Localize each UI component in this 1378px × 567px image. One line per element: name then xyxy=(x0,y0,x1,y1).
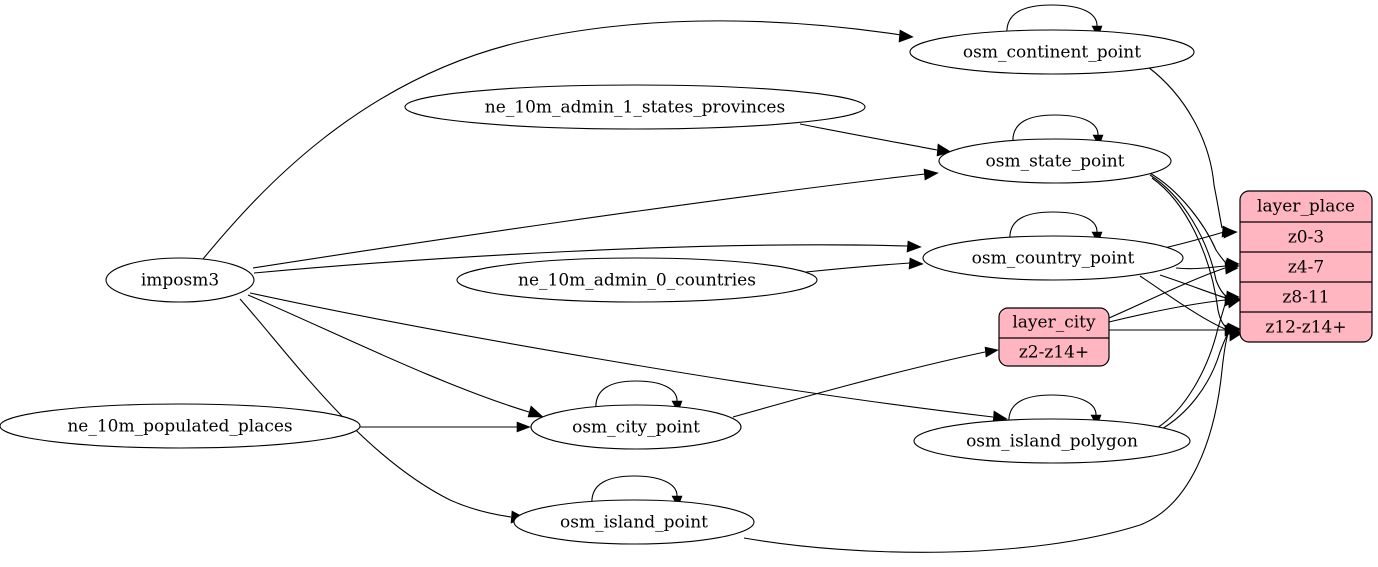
node-shape-ellipse[interactable] xyxy=(0,403,361,449)
record-row-z8-11[interactable]: z8-11 xyxy=(1282,288,1329,308)
arrowhead-icon xyxy=(908,257,924,270)
node-label: osm_city_point xyxy=(572,418,700,438)
arrowhead-icon xyxy=(527,405,544,418)
node-label: ne_10m_populated_places xyxy=(67,417,292,437)
node-label: osm_country_point xyxy=(972,249,1135,269)
record-background[interactable] xyxy=(998,307,1110,367)
node-osm_continent_point[interactable]: osm_continent_point xyxy=(909,29,1195,75)
node-ne_10m_admin_1_states_provinces[interactable]: ne_10m_admin_1_states_provinces xyxy=(404,84,866,130)
record-header-label: layer_city xyxy=(1012,313,1096,333)
record-node-layer: layer_place z0-3 z4-7 z8-11 z12-z14+ lay… xyxy=(998,190,1373,367)
edge-layer xyxy=(202,4,1242,553)
edge-osm_country_point-self-loop xyxy=(1009,211,1098,242)
edge-osm_state_point-to-layer_place-z8-11 xyxy=(1149,174,1227,297)
record-node-layer_place[interactable]: layer_place z0-3 z4-7 z8-11 z12-z14+ xyxy=(1239,190,1373,343)
node-shape-ellipse[interactable] xyxy=(404,84,866,130)
edge-imposm3-to-osm_continent_point xyxy=(202,20,902,260)
node-label: ne_10m_admin_0_countries xyxy=(518,271,756,291)
edge-imposm3-to-osm_country_point xyxy=(253,244,909,274)
node-osm_country_point[interactable]: osm_country_point xyxy=(922,235,1184,281)
edge-osm_island_polygon-to-layer_place-z12-z14 xyxy=(1159,332,1229,431)
edge-osm_country_point-to-layer_place-z8-11 xyxy=(1159,274,1227,299)
node-label: osm_continent_point xyxy=(963,43,1141,63)
arrowhead-icon xyxy=(1224,262,1239,275)
edge-osm_island_point-to-layer_place-z12-z14 xyxy=(743,333,1229,553)
node-osm_state_point[interactable]: osm_state_point xyxy=(938,138,1172,184)
node-label: osm_island_point xyxy=(560,513,708,533)
edge-osm_island_polygon-to-layer_place-z8-11 xyxy=(1156,300,1227,429)
node-shape-ellipse[interactable] xyxy=(909,29,1195,75)
record-row-z0-3[interactable]: z0-3 xyxy=(1288,228,1324,248)
edge-osm_state_point-self-loop xyxy=(1012,114,1099,145)
node-shape-ellipse[interactable] xyxy=(456,257,818,303)
arrowhead-icon xyxy=(984,346,999,358)
node-shape-ellipse[interactable] xyxy=(913,418,1191,464)
edge-osm_city_point-self-loop xyxy=(595,380,678,411)
node-shape-ellipse[interactable] xyxy=(530,404,742,450)
edge-osm_island_polygon-self-loop xyxy=(1008,394,1097,425)
record-background[interactable] xyxy=(1239,190,1373,343)
edge-imposm3-to-osm_island_polygon xyxy=(249,292,994,418)
edge-imposm3-to-osm_city_point xyxy=(247,294,530,413)
node-layer: imposm3 ne_10m_populated_places ne_10m_a… xyxy=(0,29,1195,545)
arrowhead-icon xyxy=(1223,226,1238,239)
arrowhead-icon xyxy=(906,240,922,253)
edge-imposm3-to-osm_island_point xyxy=(239,298,512,518)
node-label: imposm3 xyxy=(141,271,219,291)
edge-ne_10m_admin_1_states_provinces-to-osm_state_point xyxy=(799,123,938,151)
edge-osm_state_point-to-layer_place-z4-7 xyxy=(1147,171,1227,264)
edge-layer_city-to-layer_place-z4-7 xyxy=(1108,267,1226,319)
record-node-layer_city[interactable]: layer_city z2-z14+ xyxy=(998,307,1110,367)
edge-osm_island_point-self-loop xyxy=(591,475,678,506)
node-label: osm_island_polygon xyxy=(966,432,1138,452)
arrowhead-icon xyxy=(923,168,939,181)
edge-osm_city_point-to-layer_city-z2-z14 xyxy=(732,351,986,418)
edge-osm_country_point-to-layer_place-z4-7 xyxy=(1175,265,1227,270)
edge-osm_continent_point-self-loop xyxy=(1006,4,1098,36)
edge-layer_city-to-layer_place-z8-11 xyxy=(1108,299,1226,323)
edge-osm_country_point-to-layer_place-z12-z14 xyxy=(1139,275,1226,330)
node-shape-ellipse[interactable] xyxy=(105,257,255,303)
edge-osm_continent_point-to-layer_place-z0-3 xyxy=(1147,66,1223,229)
node-ne_10m_populated_places[interactable]: ne_10m_populated_places xyxy=(0,403,361,449)
edge-osm_country_point-to-layer_place-z0-3 xyxy=(1163,231,1225,249)
node-ne_10m_admin_0_countries[interactable]: ne_10m_admin_0_countries xyxy=(456,257,818,303)
record-row-z2-z14plus[interactable]: z2-z14+ xyxy=(1019,343,1089,363)
arrowhead-icon xyxy=(1227,296,1241,309)
arrowhead-icon xyxy=(1229,329,1242,342)
edge-ne_10m_admin_0_countries-to-osm_country_point xyxy=(805,262,911,273)
node-osm_island_polygon[interactable]: osm_island_polygon xyxy=(913,418,1191,464)
node-osm_city_point[interactable]: osm_city_point xyxy=(530,404,742,450)
record-row-z12-z14plus[interactable]: z12-z14+ xyxy=(1265,318,1346,338)
record-row-z4-7[interactable]: z4-7 xyxy=(1288,258,1324,278)
node-label: osm_state_point xyxy=(986,152,1125,172)
edge-osm_state_point-to-layer_place-z12-z14 xyxy=(1151,177,1228,329)
node-shape-ellipse[interactable] xyxy=(513,499,755,545)
node-label: ne_10m_admin_1_states_provinces xyxy=(485,98,785,118)
node-osm_island_point[interactable]: osm_island_point xyxy=(513,499,755,545)
node-shape-ellipse[interactable] xyxy=(938,138,1172,184)
edge-imposm3-to-osm_state_point xyxy=(252,173,926,269)
node-shape-ellipse[interactable] xyxy=(922,235,1184,281)
record-header-label: layer_place xyxy=(1257,197,1355,217)
arrowhead-icon xyxy=(516,421,531,433)
node-imposm3[interactable]: imposm3 xyxy=(105,257,255,303)
arrowhead-icon xyxy=(898,29,914,43)
